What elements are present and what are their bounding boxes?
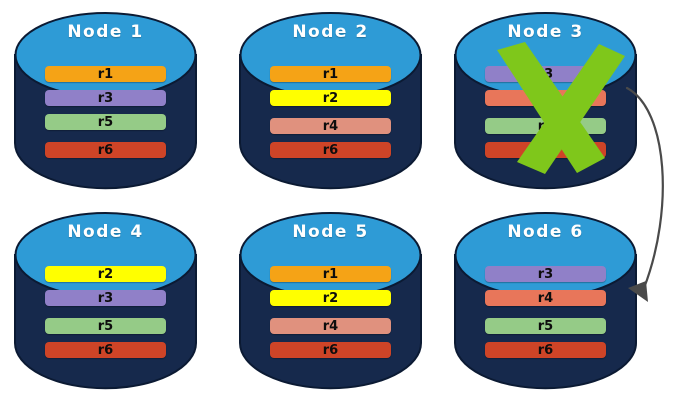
replica-label: r6: [97, 342, 114, 358]
replica-bar[interactable]: r2: [270, 290, 391, 306]
replica-bar[interactable]: r6: [45, 142, 166, 158]
replica-label: r6: [537, 142, 554, 158]
replica-bar[interactable]: r1: [270, 66, 391, 82]
node-cylinder-3[interactable]: Node 3 r3 r4 r5 r6: [453, 8, 638, 190]
replica-label: r6: [537, 342, 554, 358]
replica-label: r1: [97, 66, 114, 82]
replica-label: r5: [97, 318, 114, 334]
replica-label: r5: [537, 118, 554, 134]
replica-bar[interactable]: r2: [270, 90, 391, 106]
replica-label: r4: [322, 118, 339, 134]
replica-label: r6: [97, 142, 114, 158]
replica-label: r5: [537, 318, 554, 334]
replica-bar[interactable]: r6: [45, 342, 166, 358]
replica-bar[interactable]: r1: [270, 266, 391, 282]
replica-bar[interactable]: r3: [485, 66, 606, 82]
replica-label: r2: [97, 266, 114, 282]
replica-bar[interactable]: r1: [45, 66, 166, 82]
replica-bar[interactable]: r4: [270, 318, 391, 334]
replica-list-6: r3 r4 r5 r6: [485, 266, 606, 366]
replica-label: r6: [322, 342, 339, 358]
replica-label: r1: [322, 266, 339, 282]
replica-bar[interactable]: r6: [485, 342, 606, 358]
replica-bar[interactable]: r6: [270, 142, 391, 158]
replica-bar[interactable]: r5: [45, 318, 166, 334]
replica-bar[interactable]: r4: [485, 290, 606, 306]
replica-list-3: r3 r4 r5 r6: [485, 66, 606, 166]
replica-list-2: r1 r2 r4 r6: [270, 66, 391, 166]
replica-bar[interactable]: r6: [270, 342, 391, 358]
replica-list-5: r1 r2 r4 r6: [270, 266, 391, 366]
replica-bar[interactable]: r2: [45, 266, 166, 282]
replica-label: r4: [322, 318, 339, 334]
replica-label: r6: [322, 142, 339, 158]
replica-bar[interactable]: r5: [485, 318, 606, 334]
replica-bar[interactable]: r3: [485, 266, 606, 282]
replica-bar[interactable]: r3: [45, 290, 166, 306]
replica-bar[interactable]: r6: [485, 142, 606, 158]
replica-list-1: r1 r3 r5 r6: [45, 66, 166, 166]
replica-bar[interactable]: r4: [485, 90, 606, 106]
replica-list-4: r2 r3 r5 r6: [45, 266, 166, 366]
replica-label: r2: [322, 290, 339, 306]
replica-label: r4: [537, 90, 554, 106]
replica-label: r3: [537, 266, 554, 282]
replica-label: r4: [537, 290, 554, 306]
node-cylinder-1[interactable]: Node 1 r1 r3 r5 r6: [13, 8, 198, 190]
node-cylinder-5[interactable]: Node 5 r1 r2 r4 r6: [238, 208, 423, 390]
replica-label: r5: [97, 114, 114, 130]
replica-bar[interactable]: r5: [45, 114, 166, 130]
node-cylinder-4[interactable]: Node 4 r2 r3 r5 r6: [13, 208, 198, 390]
replica-label: r2: [322, 90, 339, 106]
replica-label: r3: [97, 290, 114, 306]
replica-bar[interactable]: r3: [45, 90, 166, 106]
node-cylinder-6[interactable]: Node 6 r3 r4 r5 r6: [453, 208, 638, 390]
replica-bar[interactable]: r4: [270, 118, 391, 134]
replica-label: r1: [322, 66, 339, 82]
replica-label: r3: [97, 90, 114, 106]
replica-bar[interactable]: r5: [485, 118, 606, 134]
replica-label: r3: [537, 66, 554, 82]
node-cylinder-2[interactable]: Node 2 r1 r2 r4 r6: [238, 8, 423, 190]
